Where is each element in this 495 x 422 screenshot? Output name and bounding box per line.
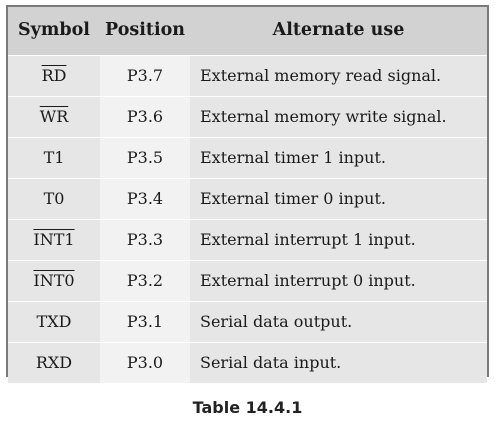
symbol-cell: INT1	[33, 230, 75, 249]
header-position: Position	[100, 7, 190, 56]
table-row: INT0 P3.2 External interrupt 0 input.	[8, 260, 487, 302]
table-row: RD P3.7 External memory read signal.	[8, 55, 487, 97]
alternate-use-cell: External interrupt 0 input.	[190, 260, 487, 302]
symbol-cell: WR	[39, 107, 69, 126]
table-caption: Table 14.4.1	[192, 398, 303, 417]
symbol-cell: RD	[41, 66, 67, 85]
symbol-cell: INT0	[33, 271, 75, 290]
position-cell: P3.1	[100, 301, 190, 343]
alternate-use-cell: External memory read signal.	[190, 55, 487, 97]
table-row: T1 P3.5 External timer 1 input.	[8, 137, 487, 179]
table-row: RXD P3.0 Serial data input.	[8, 342, 487, 383]
position-cell: P3.0	[100, 342, 190, 383]
header-alternate-use: Alternate use	[190, 7, 487, 56]
header-symbol: Symbol	[8, 7, 100, 56]
position-cell: P3.3	[100, 219, 190, 261]
alternate-use-cell: Serial data output.	[190, 301, 487, 343]
table-row: TXD P3.1 Serial data output.	[8, 301, 487, 343]
symbol-cell: TXD	[36, 312, 72, 331]
position-cell: P3.5	[100, 137, 190, 179]
symbol-cell: T0	[43, 189, 65, 208]
table-row: WR P3.6 External memory write signal.	[8, 96, 487, 138]
header-row: Symbol Position Alternate use	[8, 7, 487, 56]
symbol-cell: T1	[43, 148, 65, 167]
data-table: Symbol Position Alternate use RD P3.7 Ex…	[8, 7, 487, 383]
position-cell: P3.2	[100, 260, 190, 302]
alternate-use-cell: Serial data input.	[190, 342, 487, 383]
port3-alternate-functions-table: Symbol Position Alternate use RD P3.7 Ex…	[6, 5, 489, 383]
position-cell: P3.6	[100, 96, 190, 138]
alternate-use-cell: External timer 0 input.	[190, 178, 487, 220]
position-cell: P3.7	[100, 55, 190, 97]
alternate-use-cell: External interrupt 1 input.	[190, 219, 487, 261]
alternate-use-cell: External timer 1 input.	[190, 137, 487, 179]
symbol-cell: RXD	[35, 353, 73, 372]
table-row: T0 P3.4 External timer 0 input.	[8, 178, 487, 220]
alternate-use-cell: External memory write signal.	[190, 96, 487, 138]
table-row: INT1 P3.3 External interrupt 1 input.	[8, 219, 487, 261]
position-cell: P3.4	[100, 178, 190, 220]
